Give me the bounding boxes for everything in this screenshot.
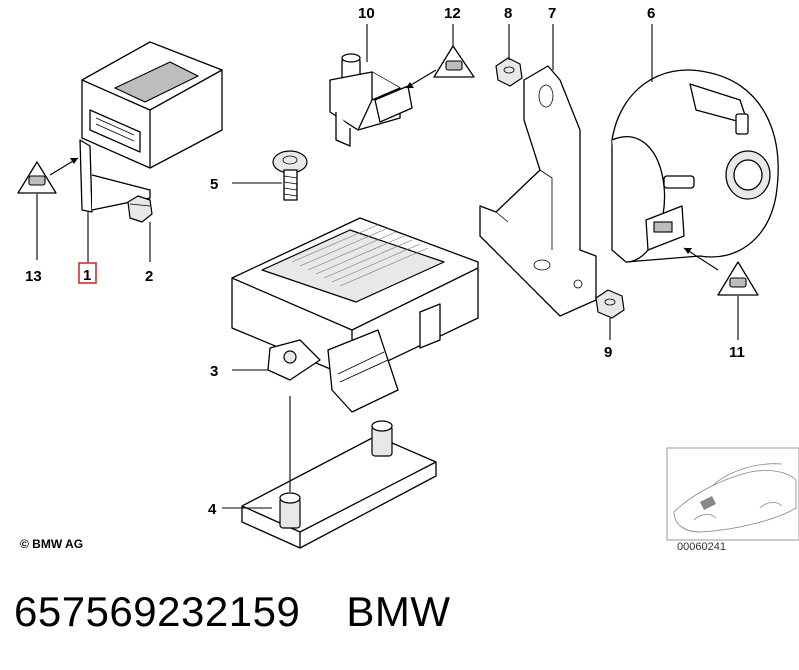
callout-3[interactable]: 3 bbox=[210, 363, 218, 380]
diagram-reference-number: 00060241 bbox=[677, 541, 726, 553]
part-caption: 657569232159 BMW bbox=[14, 588, 450, 636]
callout-7[interactable]: 7 bbox=[548, 5, 556, 22]
callout-5[interactable]: 5 bbox=[210, 176, 218, 193]
bolt-part-5[interactable] bbox=[272, 150, 308, 201]
vehicle-thumbnail bbox=[666, 447, 799, 541]
brand-name: BMW bbox=[346, 588, 451, 635]
callout-12[interactable]: 12 bbox=[444, 5, 461, 22]
callout-13[interactable]: 13 bbox=[25, 268, 42, 285]
nut-part-8[interactable] bbox=[495, 57, 523, 87]
callout-9[interactable]: 9 bbox=[604, 344, 612, 361]
callout-11[interactable]: 11 bbox=[729, 344, 745, 361]
copyright-label: © BMW AG bbox=[20, 537, 84, 551]
callout-8[interactable]: 8 bbox=[504, 5, 512, 22]
nut-part-2[interactable] bbox=[127, 195, 153, 223]
leader-lines bbox=[36, 24, 739, 509]
callout-1-highlight-box bbox=[78, 262, 97, 284]
nut-part-9[interactable] bbox=[595, 289, 625, 319]
callout-10[interactable]: 10 bbox=[358, 5, 375, 22]
part-number: 657569232159 bbox=[14, 588, 301, 635]
callout-1[interactable]: 1 bbox=[83, 267, 91, 284]
warning-label-13[interactable] bbox=[17, 161, 57, 194]
switch-part-10[interactable] bbox=[329, 53, 413, 147]
warning-label-12[interactable] bbox=[433, 45, 475, 78]
sounder-part-6[interactable] bbox=[611, 69, 779, 263]
callout-6[interactable]: 6 bbox=[647, 5, 655, 22]
main-control-unit[interactable] bbox=[231, 217, 479, 413]
callout-2[interactable]: 2 bbox=[145, 268, 153, 285]
mounting-plate-part-4[interactable] bbox=[241, 420, 437, 549]
bracket-part-7[interactable] bbox=[479, 65, 597, 317]
callout-4[interactable]: 4 bbox=[208, 501, 217, 518]
warning-label-11[interactable] bbox=[717, 261, 759, 296]
control-unit-module[interactable] bbox=[79, 41, 223, 213]
